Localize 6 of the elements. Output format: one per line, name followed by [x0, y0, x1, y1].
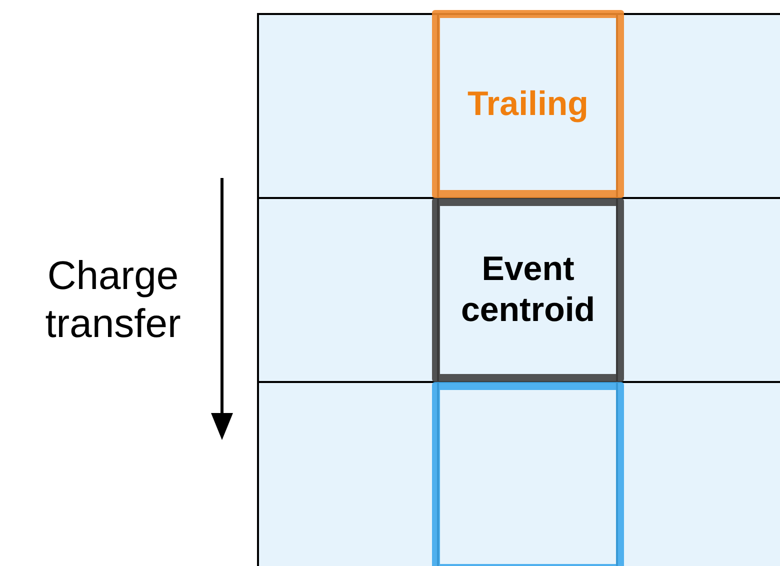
node-label: Event centroid	[460, 249, 596, 331]
empty-box	[432, 382, 624, 566]
direction-label: Charge transfer	[44, 253, 182, 348]
highlight-box	[432, 198, 624, 382]
highlight-box	[432, 10, 624, 198]
node-label: Trailing	[466, 84, 590, 124]
